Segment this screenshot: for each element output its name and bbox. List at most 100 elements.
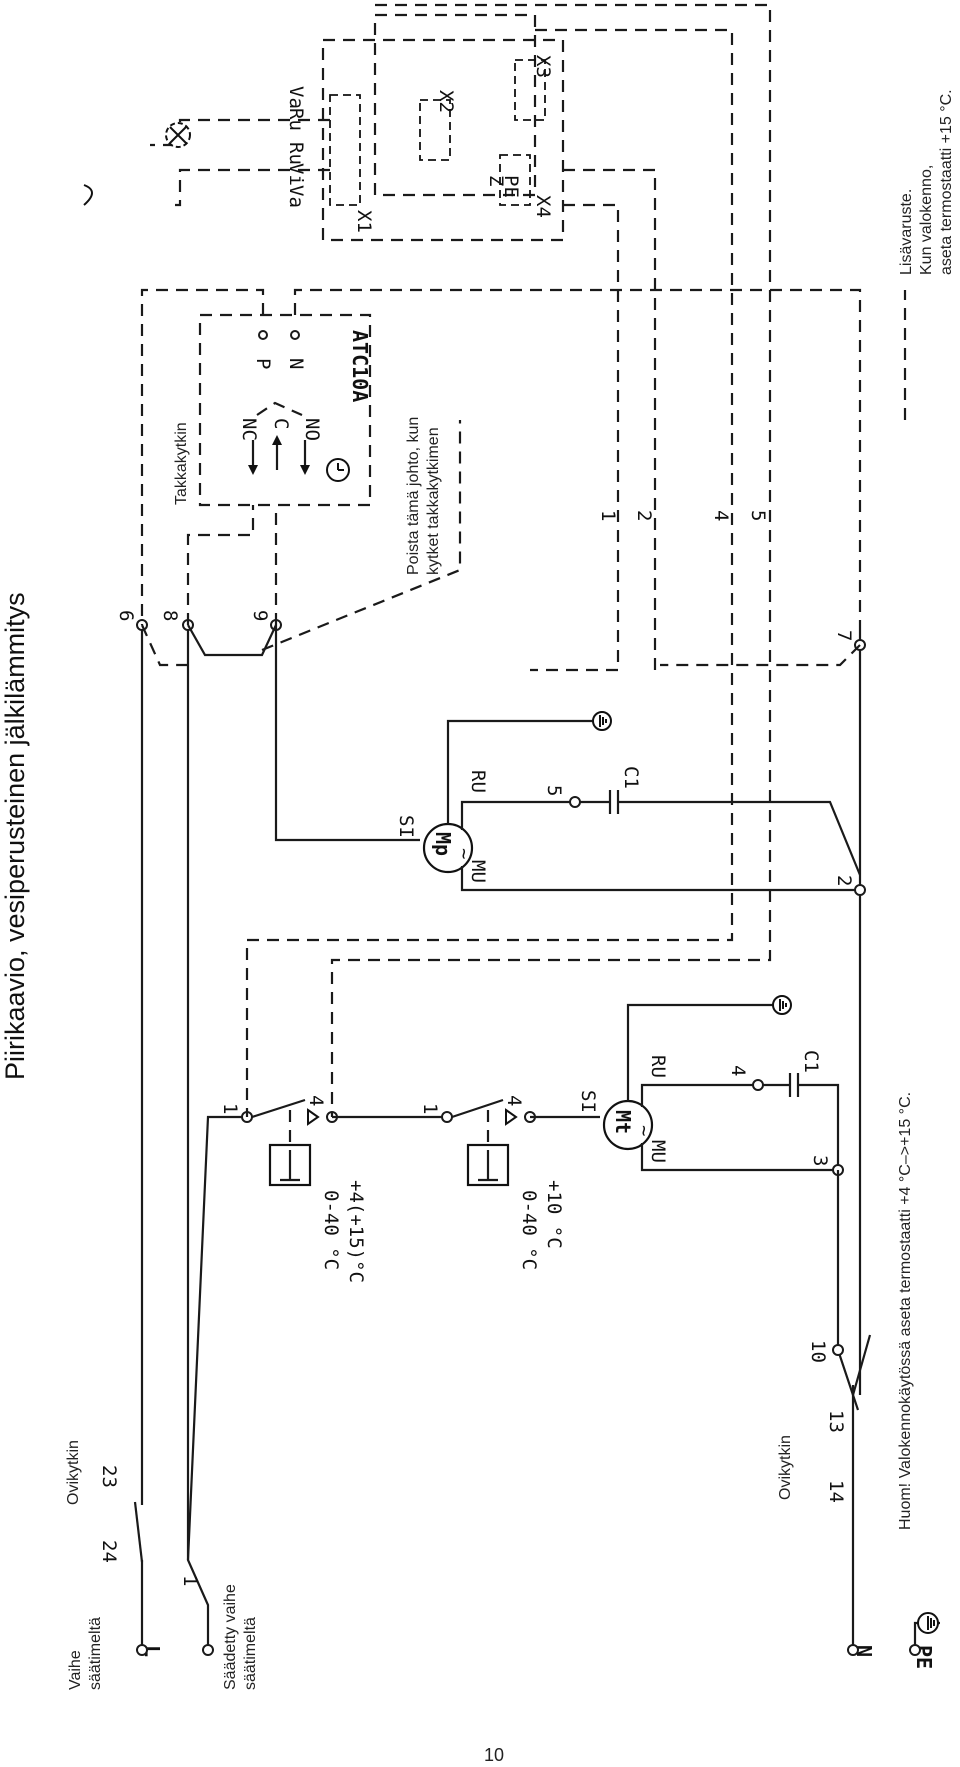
actuator-va2: Va (285, 86, 307, 109)
actuator-x4: X4 (532, 195, 554, 218)
actuator-sensor-wire (175, 168, 330, 207)
wire-8-to-flap (186, 505, 255, 625)
th2-arrow (505, 1108, 518, 1126)
th1-range: 0-40 °C (320, 1190, 342, 1270)
th1-out-label: 4 (305, 1095, 327, 1106)
terminal-10 (832, 1344, 844, 1356)
flap-p-label: P (252, 358, 274, 369)
flap-c-label: C (270, 418, 292, 429)
actuator-ru2: Ru (285, 108, 307, 131)
terminal-mp-2 (854, 884, 866, 896)
mp-ru-wire (460, 800, 610, 830)
terminal-mt-4 (752, 1079, 764, 1091)
dashed-wire-5 (330, 3, 772, 1117)
legend-note-3: aseta termostaatti +15 °C. (938, 89, 955, 275)
remove-wire-note: Poista tämä johto, kun (405, 417, 422, 575)
svg-text:Mp: Mp (431, 832, 455, 856)
mp-mu-wire (460, 866, 860, 892)
terminal-n (847, 1644, 859, 1656)
terminal-1-label: 1 (179, 1575, 201, 1586)
mt-mu-label: MU (647, 1140, 669, 1163)
terminal-pe (909, 1644, 921, 1656)
page-number: 10 (484, 1745, 504, 1765)
remove-wire-leader (261, 420, 462, 652)
terminal-10-label: 10 (807, 1340, 829, 1363)
mt-mu-wire (640, 1143, 838, 1172)
terminal-24-label: 24 (98, 1540, 120, 1563)
dashed-wire-2 (563, 168, 657, 670)
actuator-vi: Vi (285, 163, 307, 186)
wire-flap-n (293, 288, 862, 625)
thermostat-lower-contact (451, 1098, 504, 1119)
th2-out-label: 4 (503, 1095, 525, 1106)
mt-ru-label: RU (647, 1055, 669, 1078)
mt-si-label: SI (577, 1090, 599, 1113)
wire-1-to-th1 (186, 1115, 247, 1561)
wire-9-to-mp (274, 625, 420, 842)
mp-si-label: SI (395, 815, 417, 838)
terminal-14-label: 14 (825, 1480, 847, 1503)
terminal-1 (202, 1644, 214, 1656)
remove-wire-note-2: kytket takkakytkimen (425, 427, 442, 575)
mp-mu-label: MU (467, 860, 489, 883)
mp-cap-label: C1 (620, 766, 642, 789)
th2-range: 0-40 °C (518, 1190, 540, 1270)
terminal-mp-5 (569, 796, 581, 808)
terminal-l (136, 1644, 148, 1656)
flap-n-terminal (290, 330, 300, 340)
huom-note: Huom! Valokennokäytössä aseta termostaat… (897, 1092, 914, 1530)
th1-arrow (307, 1108, 320, 1126)
wire-flap-p (140, 288, 265, 625)
mt-cap-wire (798, 1083, 840, 1170)
fan-motor: Mt ~ (602, 1099, 655, 1151)
actuator-x3-pins (514, 59, 546, 121)
mp-c-terminal-label: 5 (543, 785, 565, 796)
actuator-x1-pins (329, 94, 361, 206)
flap-nc-label: NC (238, 418, 260, 441)
wire-label-4: 4 (710, 510, 732, 521)
actuator-inner-box (373, 13, 537, 197)
door-switch-label-bottom: Ovikytkin (777, 1435, 794, 1500)
terminal-th2-in (441, 1111, 453, 1123)
actuator-x1: X1 (353, 210, 375, 233)
lamp-icon (165, 122, 191, 148)
dashed-wire-4 (245, 28, 734, 1117)
clock-icon (326, 458, 350, 482)
svg-text:~: ~ (453, 848, 475, 859)
mp-mu-terminal-label: 2 (833, 875, 855, 886)
actuator-z: Z (485, 175, 507, 186)
flap-p-terminal (258, 330, 268, 340)
th1-in-label: 1 (219, 1103, 241, 1114)
phase-label: Vaihe (67, 1650, 84, 1690)
controlled-phase-label-2: säätimeltä (242, 1617, 259, 1690)
terminal-6-label: 6 (115, 610, 137, 621)
flap-switch-box (198, 313, 372, 507)
svg-text:Mt: Mt (611, 1110, 635, 1134)
jumper-8-9 (187, 624, 277, 657)
mp-cap-wire (618, 800, 862, 876)
terminal-13-label: 13 (825, 1410, 847, 1433)
mp-ru-label: RU (467, 770, 489, 793)
th2-in-label: 1 (419, 1103, 441, 1114)
wire-label-5: 5 (747, 510, 769, 521)
flap-switch-label: Takkakytkin (173, 422, 190, 505)
actuator-outer-box (321, 38, 565, 242)
flap-model: ATC10A (348, 330, 372, 402)
legend-note-2: Kun valokenno, (918, 165, 935, 275)
ground-icon (772, 995, 792, 1015)
wire-7-dash (660, 644, 861, 667)
svg-text:~: ~ (633, 1125, 655, 1136)
flap-n-label: N (285, 358, 307, 369)
thermostat-upper-contact (251, 1098, 306, 1119)
actuator-x3: X3 (532, 55, 554, 78)
terminal-7-label: 7 (833, 630, 855, 641)
wire-label-1: 1 (597, 510, 619, 521)
mt-ground-wire (626, 1003, 780, 1101)
actuator-pe: PE (500, 175, 522, 198)
terminal-9-label: 9 (249, 610, 271, 621)
legend-note-1: Lisävaruste. (898, 189, 915, 275)
door-switch-bottom (851, 1334, 872, 1396)
actuator-va: Va (285, 185, 307, 208)
ground-icon (592, 711, 612, 731)
